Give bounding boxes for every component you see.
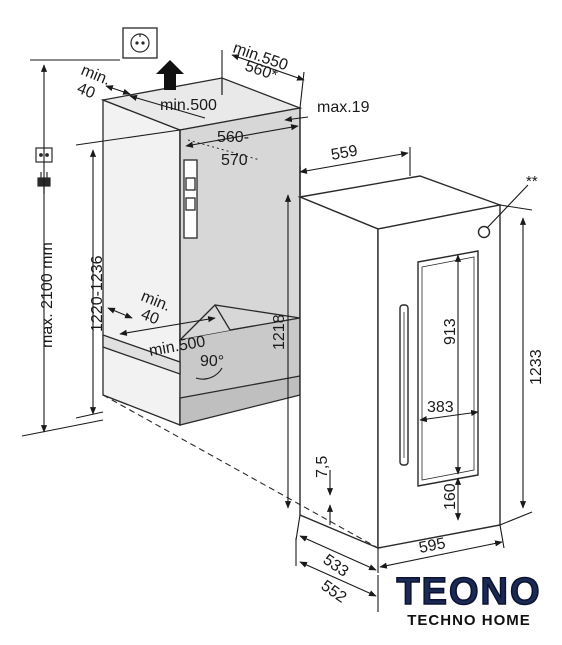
vent-arrow-icon — [156, 60, 184, 90]
label-min40-top-value: 40 — [75, 80, 98, 102]
label-1233: 1233 — [528, 349, 545, 385]
label-560-570-b: 570 — [221, 152, 248, 169]
appliance-door — [377, 204, 501, 549]
socket-icon — [122, 27, 158, 59]
brand-logo-word: TEONO — [396, 571, 542, 613]
label-533: 533 — [320, 551, 352, 580]
appliance — [102, 175, 503, 550]
niche-outer-left — [102, 99, 181, 426]
label-star-note: ** — [526, 173, 538, 190]
label-1218: 1218 — [271, 314, 288, 350]
vent-channel — [102, 334, 181, 375]
label-595: 595 — [418, 535, 448, 557]
label-559: 559 — [330, 143, 359, 164]
control-indicator — [477, 225, 491, 239]
label-383: 383 — [427, 399, 454, 416]
niche — [100, 77, 303, 426]
label-max19: max.19 — [317, 99, 370, 116]
label-913: 913 — [442, 318, 459, 345]
label-7-5: 7,5 — [314, 456, 331, 478]
brand-logo-subtitle: TECHNO HOME — [407, 612, 531, 629]
brand-logo: TEONO TECHNO HOME — [386, 571, 552, 636]
label-1220-1236: 1220-1236 — [89, 255, 106, 332]
label-160: 160 — [442, 483, 459, 510]
label-angle-90: 90° — [200, 353, 224, 370]
label-560-570-a: 560- — [217, 129, 249, 146]
label-min40-bottom-value: 40 — [139, 306, 162, 328]
appliance-side — [299, 195, 379, 550]
label-min500-top: min.500 — [160, 97, 217, 114]
label-max2100: max. 2100 mm — [39, 242, 56, 348]
dimension-lines — [21, 50, 533, 612]
